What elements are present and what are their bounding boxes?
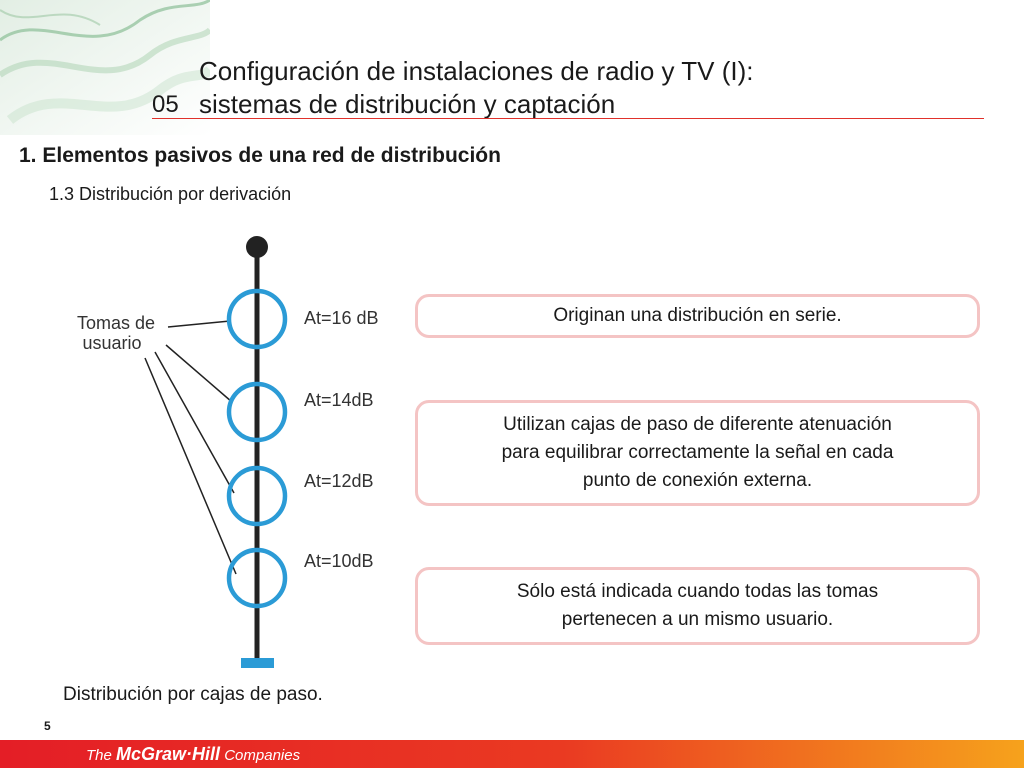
logo-suffix: Companies bbox=[220, 747, 301, 764]
callout-text: Originan una distribución en serie. bbox=[553, 305, 842, 326]
distribution-diagram: Tomas de usuario At=16 dB At=14dB At=12d… bbox=[77, 236, 379, 668]
header-divider bbox=[152, 118, 984, 119]
page-number: 5 bbox=[44, 719, 51, 733]
slide-title-line-2: sistemas de distribución y captación bbox=[199, 89, 616, 119]
publisher-logo: The McGraw·Hill Companies bbox=[86, 740, 300, 770]
footer-bar: The McGraw·Hill Companies bbox=[0, 740, 1024, 768]
slide-title-line-1: Configuración de instalaciones de radio … bbox=[199, 56, 754, 86]
attenuation-label: At=12dB bbox=[304, 471, 374, 491]
callout-text-line: para equilibrar correctamente la señal e… bbox=[501, 442, 894, 463]
figure-caption: Distribución por cajas de paso. bbox=[63, 684, 323, 705]
logo-brand: McGraw·Hill bbox=[116, 744, 221, 764]
callout-text-line: pertenecen a un mismo usuario. bbox=[561, 609, 834, 630]
head-end-node bbox=[246, 236, 268, 258]
callout-text-line: Utilizan cajas de paso de diferente aten… bbox=[503, 414, 892, 435]
leader-line-3 bbox=[154, 351, 235, 494]
leader-line-2 bbox=[165, 344, 233, 403]
leader-line-1 bbox=[167, 320, 231, 328]
tap-ring-4 bbox=[226, 547, 288, 609]
user-outlets-label-line-1: Tomas de bbox=[77, 313, 155, 333]
callout-series-distribution: Originan una distribución en serie. bbox=[415, 294, 980, 338]
tap-ring-1 bbox=[226, 288, 288, 350]
decorative-swirl-image bbox=[0, 0, 210, 135]
logo-the: The bbox=[86, 747, 117, 764]
terminator-block bbox=[241, 658, 274, 668]
attenuation-label: At=14dB bbox=[304, 390, 374, 410]
chapter-number: 05 bbox=[152, 91, 179, 118]
callout-text-line: punto de conexión externa. bbox=[582, 470, 813, 491]
user-outlets-label-line-2: usuario bbox=[82, 333, 141, 353]
attenuation-label: At=10dB bbox=[304, 551, 374, 571]
attenuation-label: At=16 dB bbox=[304, 308, 379, 328]
callout-text-line: Sólo está indicada cuando todas las toma… bbox=[516, 581, 879, 602]
tap-ring-2 bbox=[226, 381, 288, 443]
tap-ring-3 bbox=[226, 465, 288, 527]
callout-single-user: Sólo está indicada cuando todas las toma… bbox=[415, 567, 980, 645]
subsection-heading: 1.3 Distribución por derivación bbox=[49, 184, 292, 204]
leader-line-4 bbox=[144, 357, 237, 575]
section-heading: 1. Elementos pasivos de una red de distr… bbox=[19, 144, 501, 167]
callout-attenuation-boxes: Utilizan cajas de paso de diferente aten… bbox=[415, 400, 980, 506]
